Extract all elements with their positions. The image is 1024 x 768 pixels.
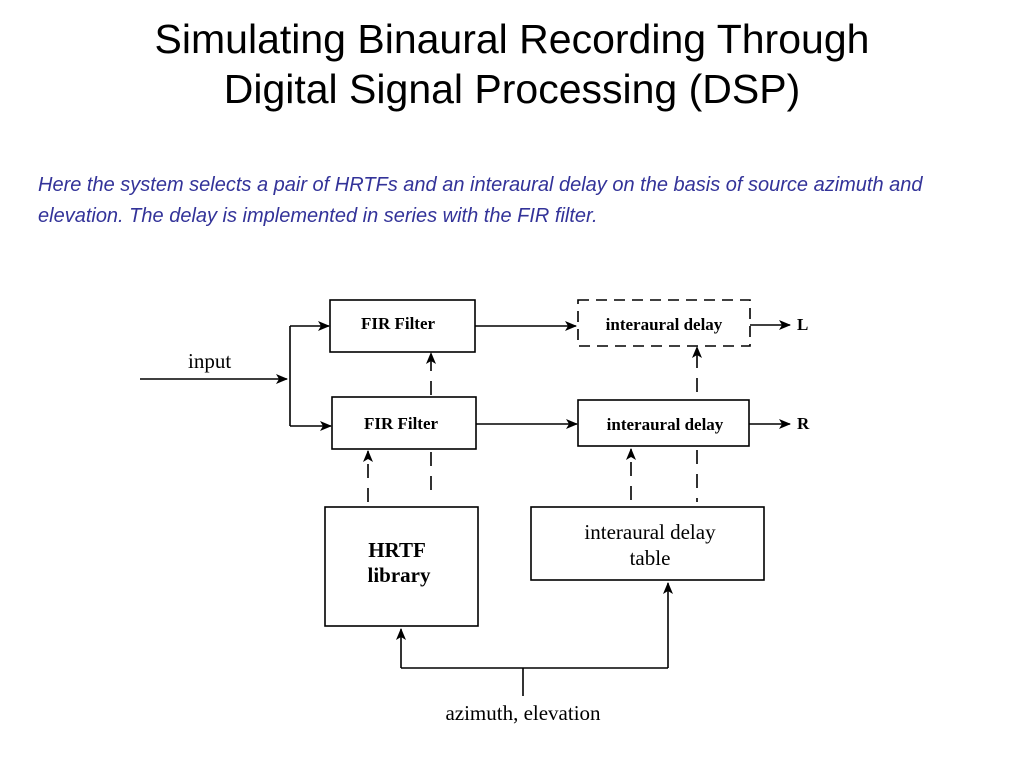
hrtf-library-box [324,506,479,627]
control-label: azimuth, elevation [445,701,601,725]
interaural-delay-table-box [530,506,765,581]
interaural-delay-top-box [577,299,751,347]
fir-filter-bottom-label: FIR Filter [364,414,439,433]
output-left-label: L [797,315,808,334]
slide-title-line-1: Simulating Binaural Recording Through [154,16,870,62]
hrtf-library-label-line-2: library [368,563,431,587]
slide-description: Here the system selects a pair of HRTFs … [38,174,923,227]
interaural-delay-table-label-line-2: table [630,546,671,570]
slide-title: Simulating Binaural Recording Through Di… [0,14,1024,114]
interaural-delay-top-label: interaural delay [606,315,723,334]
interaural-delay-table-label-line-1: interaural delay [584,520,716,544]
interaural-delay-bottom-label: interaural delay [607,415,724,434]
slide-title-line-2: Digital Signal Processing (DSP) [223,66,801,112]
fir-filter-bottom-box [331,396,477,450]
fir-filter-top-label: FIR Filter [361,314,436,333]
input-label: input [188,349,231,373]
fir-filter-top-box [329,299,476,353]
hrtf-library-label-line-1: HRTF [368,538,426,562]
output-right-label: R [797,414,810,433]
interaural-delay-bottom-box [577,399,750,447]
